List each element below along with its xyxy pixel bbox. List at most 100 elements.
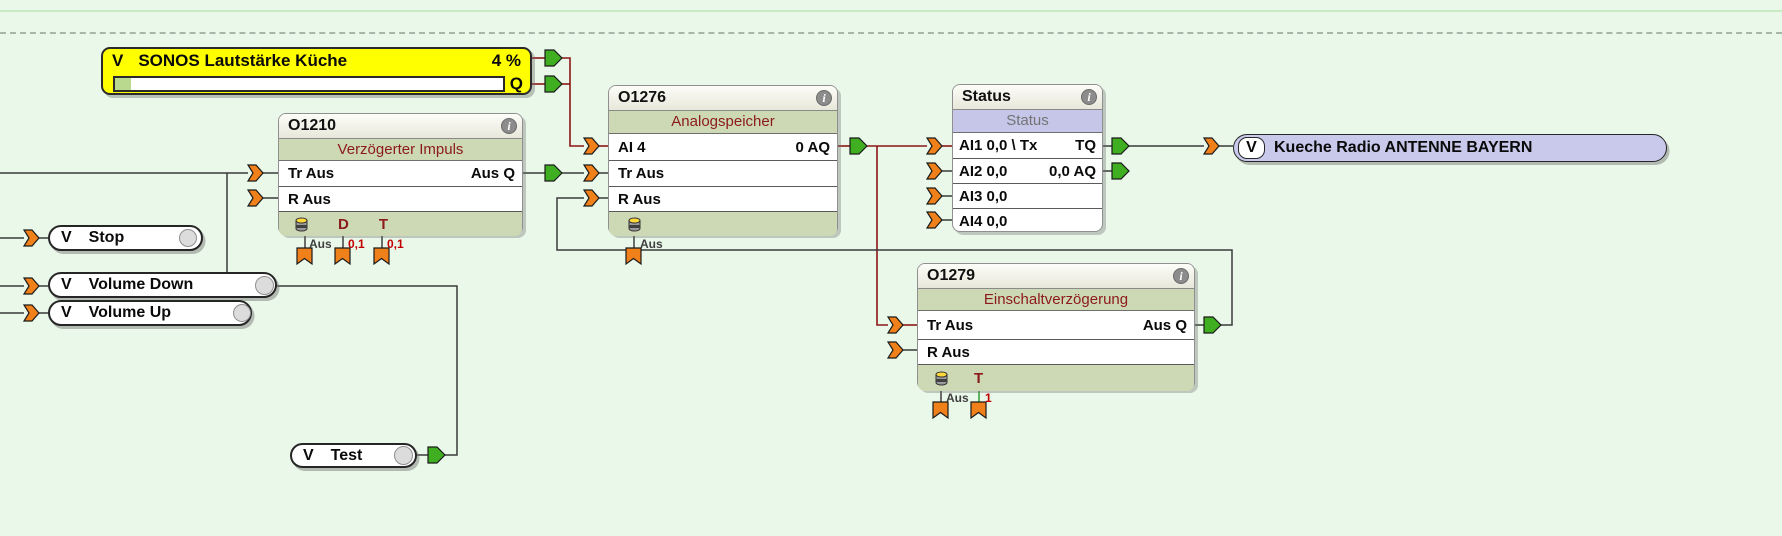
o1279-input-tr-label: Tr Aus	[927, 316, 974, 334]
output-port-o1279-q[interactable]	[1203, 316, 1222, 334]
stop-v-marker: V	[61, 229, 72, 246]
status-output-tq-label: TQ	[1075, 137, 1096, 154]
block-o1279-header: O1279 i	[918, 264, 1194, 289]
o1276-input-r-label: R Aus	[618, 190, 661, 208]
output-port-status-tq[interactable]	[1111, 137, 1130, 155]
remanence-icon	[935, 371, 948, 386]
volume-down-indicator	[255, 276, 274, 295]
virtual-input-volume-down[interactable]: V Volume Down	[48, 272, 277, 298]
param-flag-o1210-t[interactable]	[373, 247, 390, 266]
param-ticks	[304, 235, 980, 403]
output-port-o1210-q[interactable]	[544, 164, 563, 182]
block-o1276[interactable]: O1276 i Analogspeicher AI 4 0 AQ Tr Aus …	[608, 85, 838, 236]
status-input-ai4-label: AI4 0,0	[959, 212, 1008, 230]
block-o1210[interactable]: O1210 i Verzögerter Impuls Tr Aus Aus Q …	[278, 113, 523, 236]
o1276-tag-mem: Aus	[640, 237, 663, 251]
remanence-icon	[628, 217, 641, 232]
input-port-volume-up[interactable]	[22, 304, 40, 322]
status-input-ai3-label: AI3 0,0	[959, 187, 1008, 205]
test-label: Test	[330, 446, 363, 464]
test-indicator	[394, 446, 413, 465]
block-o1279-type: Einschaltverzögerung	[918, 289, 1194, 311]
o1210-input-tr-label: Tr Aus	[288, 165, 335, 182]
page-top-line	[0, 10, 1782, 12]
param-flag-o1279-mem[interactable]	[932, 401, 949, 420]
output-port-o1276-aq[interactable]	[849, 137, 868, 155]
kueche-v-marker: V	[1238, 137, 1265, 159]
block-status-type: Status	[953, 110, 1102, 133]
input-port-kueche[interactable]	[1202, 137, 1220, 155]
wire-test-to-volume-down[interactable]	[276, 285, 458, 456]
virtual-output-kueche-radio[interactable]: V Kueche Radio ANTENNE BAYERN	[1233, 134, 1667, 162]
input-port-status-ai3[interactable]	[925, 187, 943, 205]
input-port-o1276-ai[interactable]	[582, 137, 600, 155]
slider-title: SONOS Lautstärke Küche	[138, 51, 348, 70]
block-o1279[interactable]: O1279 i Einschaltverzögerung Tr Aus Aus …	[917, 263, 1195, 391]
param-flag-o1279-t[interactable]	[970, 401, 987, 420]
info-icon[interactable]: i	[1081, 89, 1097, 105]
input-port-o1210-r[interactable]	[246, 189, 264, 207]
input-port-stop[interactable]	[22, 229, 40, 247]
port-stubs	[39, 145, 1233, 456]
param-flag-o1210-mem[interactable]	[296, 247, 313, 266]
block-o1276-id: O1276	[618, 89, 667, 106]
output-port-slider-value[interactable]	[544, 49, 563, 67]
stop-label: Stop	[88, 229, 125, 246]
status-input-ai2-label: AI2 0,0	[959, 162, 1008, 180]
info-icon[interactable]: i	[816, 90, 832, 106]
block-status[interactable]: Status i Status AI1 0,0 \ Tx TQ AI2 0,0 …	[952, 84, 1103, 232]
info-icon[interactable]: i	[1173, 268, 1189, 284]
block-status-id: Status	[962, 88, 1011, 105]
virtual-input-test[interactable]: V Test	[290, 443, 417, 468]
output-port-test[interactable]	[427, 446, 446, 464]
stop-indicator	[179, 229, 197, 247]
o1276-output-aq-label: 0 AQ	[795, 138, 830, 156]
output-port-slider-q[interactable]	[544, 75, 563, 93]
output-port-status-aq[interactable]	[1111, 162, 1130, 180]
o1276-input-tr-label: Tr Aus	[618, 165, 665, 182]
slider-v-marker: V	[112, 51, 124, 70]
param-flag-o1276-mem[interactable]	[625, 247, 642, 266]
page-boundary-dashed-line	[0, 32, 1782, 34]
virtual-input-slider-sonos[interactable]: V SONOS Lautstärke Küche 4 % Q	[101, 47, 532, 95]
wire-o1279-q-feedback-to-o1276-r[interactable]	[556, 197, 1233, 326]
block-o1210-type: Verzögerter Impuls	[279, 139, 522, 161]
virtual-input-stop[interactable]: V Stop	[48, 225, 203, 251]
input-port-o1279-tr[interactable]	[886, 316, 904, 334]
input-port-o1210-tr[interactable]	[246, 164, 264, 182]
o1279-param-t[interactable]: T	[974, 369, 984, 387]
block-status-header: Status i	[953, 85, 1102, 110]
block-o1279-id: O1279	[927, 267, 976, 284]
virtual-input-volume-up[interactable]: V Volume Up	[48, 300, 252, 326]
input-port-status-ai2[interactable]	[925, 162, 943, 180]
o1279-input-r-label: R Aus	[927, 343, 970, 361]
status-input-ai1-label: AI1 0,0 \ Tx	[959, 137, 1038, 154]
o1279-output-q-label: Aus Q	[1142, 316, 1187, 334]
block-o1276-header: O1276 i	[609, 86, 837, 111]
o1210-output-q-label: Aus Q	[470, 165, 515, 182]
wire-slider-value-to-o1276-ai[interactable]	[562, 57, 584, 147]
o1210-tag-t-value: 0,1	[387, 237, 404, 251]
o1279-tag-mem: Aus	[946, 391, 969, 405]
port-stubs-selected	[532, 57, 952, 326]
slider-value: 4 %	[491, 51, 521, 70]
volume-up-label: Volume Up	[88, 304, 172, 321]
volume-up-v-marker: V	[61, 304, 72, 321]
slider-q-label: Q	[509, 74, 523, 93]
input-port-volume-down[interactable]	[22, 277, 40, 295]
input-port-status-ai4[interactable]	[925, 211, 943, 229]
remanence-icon	[295, 217, 308, 232]
input-port-o1279-r[interactable]	[886, 341, 904, 359]
param-flag-o1210-d[interactable]	[334, 247, 351, 266]
info-icon[interactable]: i	[501, 118, 517, 134]
o1279-tag-t-value: 1	[985, 391, 992, 405]
o1210-param-d[interactable]: D	[338, 215, 349, 233]
wire-o1276-aq-to-o1279-tr[interactable]	[876, 146, 888, 326]
slider-title-row: V SONOS Lautstärke Küche 4 %	[103, 49, 530, 73]
input-port-status-ai1[interactable]	[925, 137, 943, 155]
input-port-o1276-tr[interactable]	[582, 164, 600, 182]
o1210-param-t[interactable]: T	[378, 215, 389, 233]
input-port-o1276-r[interactable]	[582, 189, 600, 207]
slider-progress-bar[interactable]	[113, 76, 505, 92]
